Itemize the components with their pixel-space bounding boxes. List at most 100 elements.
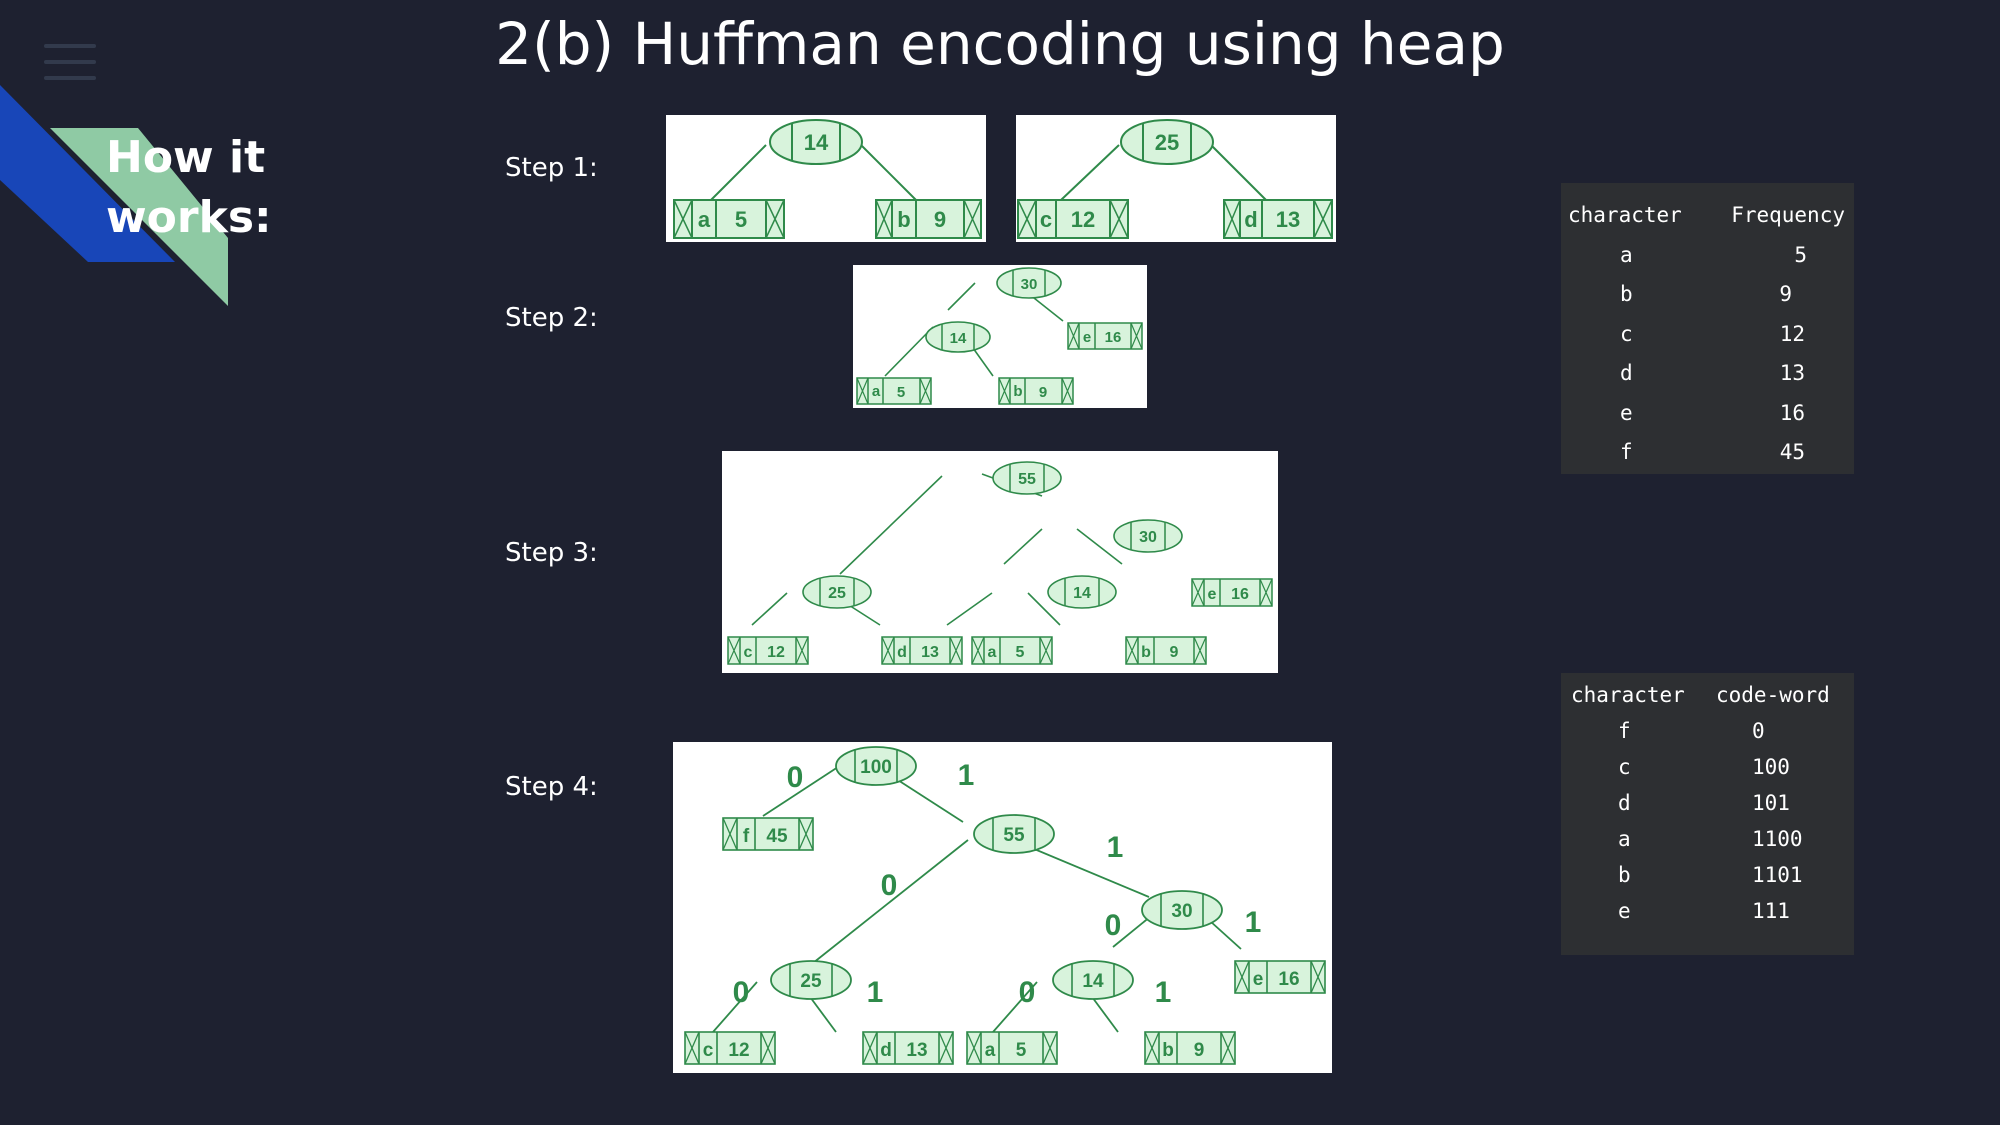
leaf-char: f — [743, 826, 750, 847]
leaf-char: c — [1040, 207, 1052, 232]
leaf-char: a — [988, 644, 997, 661]
node-value: 30 — [1171, 901, 1192, 922]
node-value: 55 — [1003, 825, 1025, 846]
cell-character: f — [1618, 719, 1631, 743]
table-row: a 5 — [1561, 235, 1854, 275]
leaf-char: b — [1141, 644, 1151, 661]
leaf-freq: 5 — [897, 384, 905, 401]
cell-character: d — [1618, 791, 1631, 815]
page-title: 2(b) Huffman encoding using heap — [495, 10, 1505, 78]
codeword-table: character code-word f 0 c 100 d 101 a 11… — [1561, 673, 1854, 955]
table-header: code-word — [1716, 683, 1830, 707]
leaf-node: a 5 — [673, 199, 785, 239]
node-value: 25 — [800, 971, 822, 992]
decorative-ribbon — [0, 85, 228, 306]
leaf-freq: 5 — [1016, 644, 1025, 661]
table-row: a 1100 — [1561, 819, 1854, 859]
leaf-freq: 45 — [766, 826, 788, 847]
table-header: Frequency — [1731, 203, 1845, 227]
leaf-freq: 13 — [921, 644, 939, 661]
tree-node: 14 — [769, 119, 863, 165]
leaf-char: a — [985, 1040, 996, 1061]
leaf-freq: 12 — [767, 644, 785, 661]
leaf-node: e 16 — [1067, 322, 1143, 350]
cell-frequency: 9 — [1779, 282, 1792, 306]
leaf-freq: 12 — [728, 1040, 749, 1061]
cell-character: e — [1618, 899, 1631, 923]
leaf-freq: 9 — [1194, 1040, 1205, 1061]
cell-character: f — [1620, 440, 1633, 464]
tree-node: 55 — [992, 461, 1062, 495]
leaf-freq: 16 — [1278, 969, 1299, 990]
edge-bit-0: 0 — [1105, 909, 1122, 942]
table-row: c 100 — [1561, 747, 1854, 787]
cell-codeword: 100 — [1752, 755, 1790, 779]
edge-bit-0: 0 — [881, 869, 898, 902]
node-value: 25 — [1155, 130, 1179, 155]
step-3-label: Step 3: — [505, 538, 598, 568]
leaf-node: c 12 — [684, 1031, 776, 1065]
cell-character: a — [1618, 827, 1631, 851]
leaf-freq: 16 — [1231, 586, 1249, 603]
table-row: b 9 — [1561, 274, 1854, 314]
section-heading-line: works: — [106, 192, 272, 243]
cell-frequency: 45 — [1779, 440, 1805, 464]
table-row: d 13 — [1561, 353, 1854, 393]
tree-node: 14 — [925, 321, 991, 353]
cell-character: b — [1618, 863, 1631, 887]
edge-bit-0: 0 — [1019, 976, 1036, 1009]
step-1-tree-panel: 14 a 5 b 9 — [666, 115, 986, 242]
leaf-freq: 9 — [1170, 644, 1179, 661]
tree-node: 25 — [770, 960, 852, 1000]
node-value: 25 — [828, 585, 846, 602]
cell-character: b — [1620, 282, 1633, 306]
cell-codeword: 1101 — [1752, 863, 1803, 887]
section-heading-line: How it — [106, 132, 266, 183]
step-3-tree-panel: 55 30 25 14 e 16 c 12 d 13 a — [722, 451, 1278, 673]
table-header: character — [1568, 203, 1682, 227]
leaf-node: e 16 — [1234, 960, 1326, 994]
step-2-tree-panel: 30 14 e 16 a 5 b 9 — [853, 265, 1147, 408]
cell-codeword: 111 — [1752, 899, 1790, 923]
step-1-label: Step 1: — [505, 153, 598, 183]
table-row: c 12 — [1561, 314, 1854, 354]
edge-bit-1: 1 — [867, 976, 884, 1009]
cell-frequency: 12 — [1779, 322, 1805, 346]
cell-codeword: 0 — [1752, 719, 1765, 743]
tree-node: 14 — [1047, 575, 1117, 609]
edge-bit-1: 1 — [1245, 906, 1262, 939]
table-row: e 111 — [1561, 891, 1854, 931]
leaf-freq: 12 — [1071, 207, 1095, 232]
leaf-char: a — [698, 207, 711, 232]
leaf-node: c 12 — [727, 636, 809, 665]
leaf-char: c — [703, 1040, 714, 1061]
section-heading: How it works: — [106, 128, 316, 248]
node-value: 30 — [1139, 529, 1157, 546]
leaf-node: d 13 — [881, 636, 963, 665]
leaf-freq: 16 — [1105, 329, 1122, 346]
tree-node: 55 — [973, 814, 1055, 854]
leaf-char: b — [1162, 1040, 1174, 1061]
step-4-tree: 0 1 0 1 0 1 0 1 0 1 100 55 30 25 14 f — [684, 746, 1326, 1065]
leaf-node: b 9 — [1125, 636, 1207, 665]
menu-button[interactable] — [44, 44, 96, 84]
cell-character: d — [1620, 361, 1633, 385]
table-header-row: character Frequency — [1561, 195, 1854, 235]
leaf-node: a 5 — [856, 377, 932, 405]
leaf-node: d 13 — [862, 1031, 954, 1065]
tree-node: 25 — [802, 575, 872, 609]
leaf-node: d 13 — [1223, 199, 1333, 239]
leaf-char: c — [744, 644, 753, 661]
node-value: 14 — [1082, 971, 1104, 992]
edge-bit-1: 1 — [958, 759, 975, 792]
leaf-node: e 16 — [1191, 578, 1273, 607]
leaf-char: e — [1253, 969, 1264, 990]
cell-character: c — [1618, 755, 1631, 779]
leaf-char: e — [1208, 586, 1217, 603]
table-row: d 101 — [1561, 783, 1854, 823]
leaf-freq: 13 — [1276, 207, 1300, 232]
tree-node: 100 — [835, 746, 917, 786]
node-value: 55 — [1018, 471, 1036, 488]
cell-frequency: 5 — [1794, 243, 1807, 267]
menu-icon-bar — [44, 44, 96, 48]
